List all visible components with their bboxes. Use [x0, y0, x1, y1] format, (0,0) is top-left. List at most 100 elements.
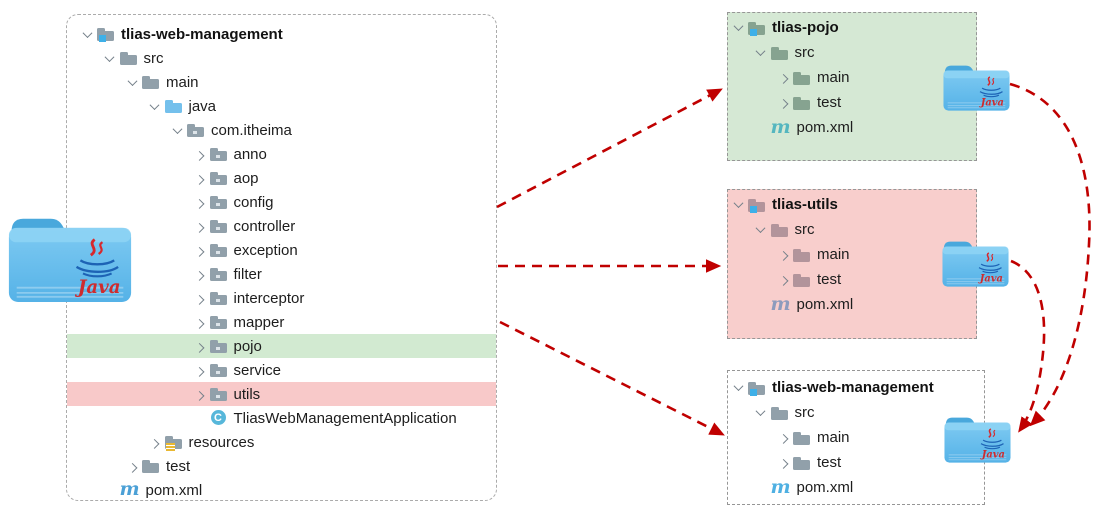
tree-row-resources: resources: [67, 430, 496, 454]
tree-item-label: TliasWebManagementApplication: [233, 409, 457, 427]
chevron-right-icon: [192, 242, 208, 258]
tree-item-label: config: [233, 193, 274, 211]
package-folder-icon: [209, 386, 229, 402]
module-folder-icon: [748, 197, 767, 213]
tree-row-test: test: [728, 267, 976, 292]
module-folder-icon: [97, 26, 116, 42]
folder-icon: [770, 405, 790, 421]
chevron-down-icon: [730, 197, 746, 213]
package-folder-icon: [209, 218, 229, 234]
chevron-right-icon: [124, 458, 140, 474]
arrow-to-pojo-module: [496, 88, 723, 209]
tree-row-java: java: [67, 94, 496, 118]
package-folder-icon: [209, 362, 229, 378]
tree-row-tlias-utils: tlias-utils: [728, 192, 976, 217]
chevron-right-icon: [192, 338, 208, 354]
chevron-right-icon: [775, 455, 791, 471]
chevron-right-icon: [147, 434, 163, 450]
tlias-web-management-tree: tlias-web-managementsrcmaintestpom.xml: [728, 371, 984, 500]
java-folder-icon: [940, 236, 1011, 288]
tree-item-label: src: [794, 221, 815, 238]
java-folder-icon: [942, 412, 1013, 464]
maven-icon: [120, 482, 141, 498]
chevron-right-icon: [775, 430, 791, 446]
folder-icon: [770, 45, 790, 61]
chevron-right-icon: [775, 272, 791, 288]
chevron-down-icon: [124, 74, 140, 90]
package-folder-icon: [187, 122, 206, 138]
tree-item-label: com.itheima: [211, 121, 292, 139]
java-folder-icon: [941, 60, 1012, 112]
folder-icon: [793, 247, 812, 263]
folder-icon: [770, 222, 790, 238]
tree-row-filter: filter: [67, 262, 496, 286]
tree-row-controller: controller: [67, 214, 496, 238]
tree-item-label: main: [817, 246, 850, 263]
module-folder-icon: [748, 20, 767, 36]
chevron-right-icon: [192, 170, 208, 186]
resources-folder-icon: [164, 434, 184, 451]
folder-icon: [142, 74, 161, 90]
package-folder-icon: [209, 146, 229, 162]
tree-row-src: src: [728, 40, 976, 65]
class-icon: [210, 410, 229, 426]
tree-row-tlias-pojo: tlias-pojo: [728, 15, 976, 40]
tree-item-label: src: [794, 404, 815, 421]
arrow-pojo-to-web: [1009, 82, 1091, 427]
tree-row-aop: aop: [67, 166, 496, 190]
tree-row-interceptor: interceptor: [67, 286, 496, 310]
package-folder-icon: [209, 242, 229, 258]
chevron-right-icon: [192, 266, 208, 282]
tree-item-label: src: [143, 49, 164, 67]
tree-item-label: anno: [233, 145, 267, 163]
tree-item-label: test: [817, 271, 842, 288]
tree-item-label: tlias-web-management: [121, 25, 283, 43]
tree-item-label: java: [188, 97, 217, 115]
tree-item-label: exception: [233, 241, 298, 259]
chevron-right-icon: [775, 95, 791, 111]
maven-icon: [771, 297, 792, 313]
tree-item-label: main: [166, 73, 199, 91]
tree-row-src: src: [67, 46, 496, 70]
package-folder-icon: [209, 170, 229, 186]
tree-item-label: pom.xml: [796, 119, 854, 136]
package-folder-icon: [209, 290, 229, 306]
chevron-down-icon: [753, 45, 769, 61]
tree-item-label: test: [166, 457, 191, 475]
chevron-placeholder: [753, 297, 769, 313]
maven-icon: [771, 120, 792, 136]
module-box-tlias-pojo: tlias-pojo src main test pom.xml: [727, 12, 977, 161]
tree-row-config: config: [67, 190, 496, 214]
tree-row-anno: anno: [67, 142, 496, 166]
java-folder-icon: [5, 208, 135, 305]
maven-icon: [771, 480, 792, 496]
chevron-right-icon: [775, 247, 791, 263]
folder-icon: [119, 50, 139, 66]
tree-item-label: test: [817, 94, 842, 111]
chevron-down-icon: [102, 50, 118, 66]
arrow-utils-to-web: [1010, 259, 1046, 433]
folder-icon: [142, 458, 161, 474]
tree-item-label: main: [817, 69, 850, 86]
tree-row-test: test: [67, 454, 496, 478]
tree-row-src: src: [728, 400, 984, 425]
module-box-tlias-web-management: tlias-web-managementsrcmaintestpom.xml: [727, 370, 985, 505]
chevron-placeholder: [753, 120, 769, 136]
chevron-right-icon: [192, 362, 208, 378]
chevron-down-icon: [147, 98, 163, 114]
tlias-utils-tree: tlias-utilssrcmaintestpom.xml: [728, 190, 976, 317]
folder-icon: [793, 70, 812, 86]
tree-item-label: main: [817, 429, 850, 446]
tree-row-utils: utils: [67, 382, 496, 406]
tree-item-label: resources: [188, 433, 255, 451]
chevron-down-icon: [753, 405, 769, 421]
tree-row-pom-xml: pom.xml: [728, 115, 976, 140]
tlias-pojo-tree: tlias-pojo src main test pom.xml: [728, 13, 976, 140]
module-folder-icon: [748, 380, 767, 396]
tree-row-mapper: mapper: [67, 310, 496, 334]
tree-item-label: aop: [233, 169, 259, 187]
tree-item-label: tlias-pojo: [772, 19, 839, 36]
